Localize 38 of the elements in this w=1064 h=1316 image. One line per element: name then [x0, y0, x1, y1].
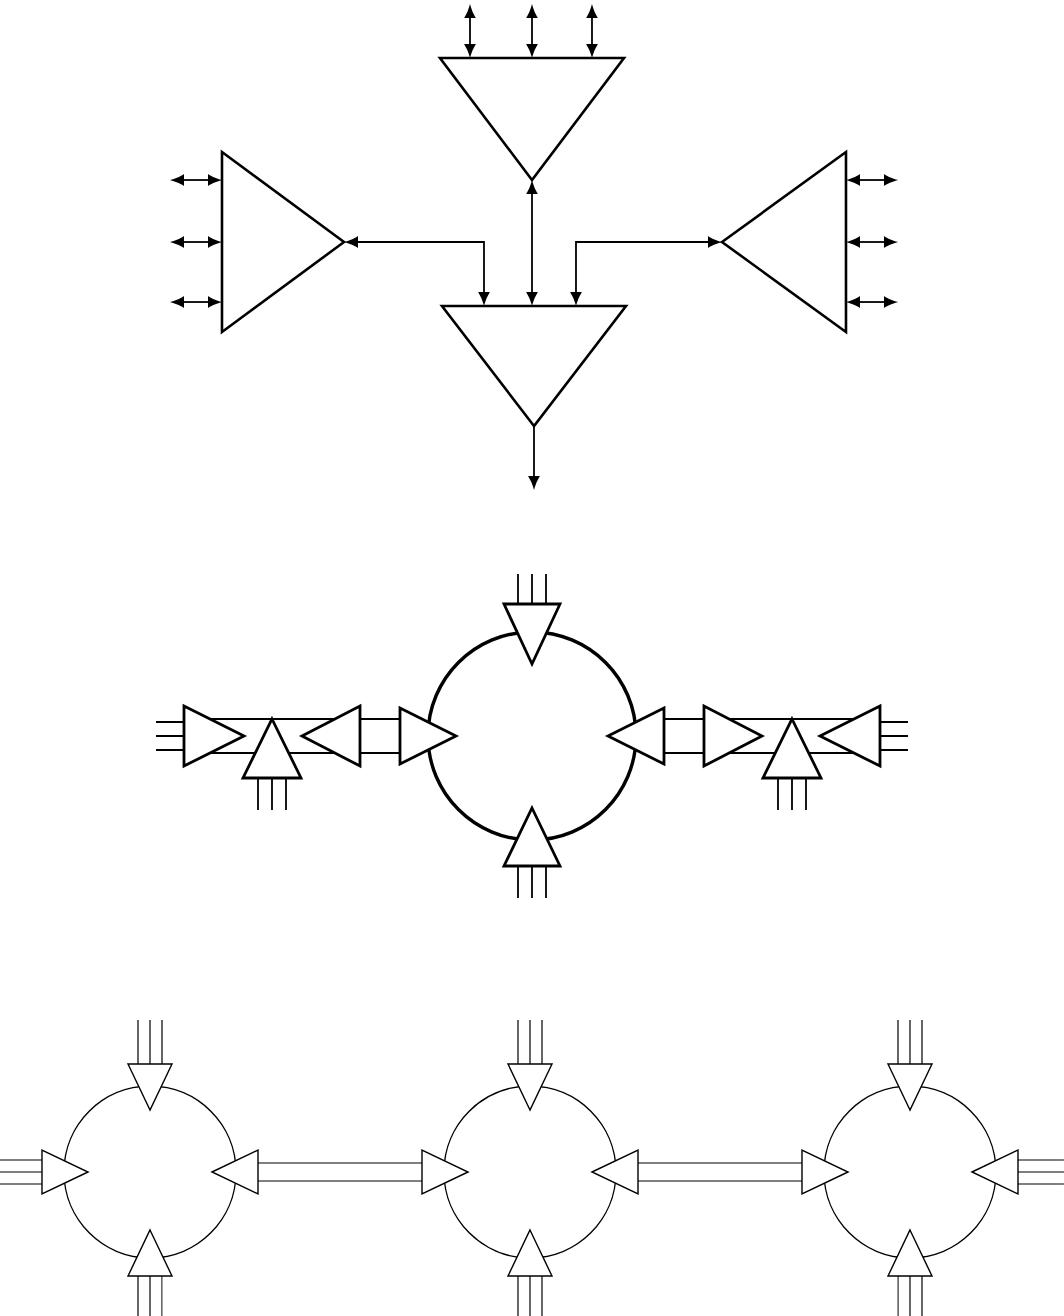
arrow [586, 6, 598, 56]
arrow [570, 236, 720, 304]
arrow [526, 182, 538, 304]
arrow [848, 236, 896, 248]
arrow [848, 296, 896, 308]
bus-line [517, 1019, 543, 1065]
bus-line [897, 1275, 923, 1316]
bus-line [137, 1019, 163, 1065]
bus-line [517, 865, 547, 899]
double-line [257, 1162, 423, 1182]
bus-line [879, 721, 909, 751]
double-line [791, 718, 855, 754]
double-line [663, 718, 705, 754]
double-line [271, 718, 335, 754]
circle [823, 1085, 997, 1259]
double-line [359, 718, 401, 754]
arrow [526, 6, 538, 56]
bus-line [897, 1019, 923, 1065]
arrow [346, 236, 490, 304]
arrow [172, 174, 220, 186]
arrow [848, 174, 896, 186]
bus-line [257, 777, 287, 811]
bus-line [517, 1275, 543, 1316]
arrow [464, 6, 476, 56]
double-line [209, 718, 273, 754]
bus-line [137, 1275, 163, 1316]
double-line [637, 1162, 803, 1182]
bus-line [155, 721, 185, 751]
arrow [172, 296, 220, 308]
bus-line [517, 573, 547, 605]
bus-line [1017, 1159, 1064, 1185]
bus-line [777, 777, 807, 811]
circle [443, 1085, 617, 1259]
arrow [528, 425, 540, 488]
double-line [729, 718, 793, 754]
bus-line [0, 1159, 43, 1185]
arrow [172, 236, 220, 248]
circle [63, 1085, 237, 1259]
